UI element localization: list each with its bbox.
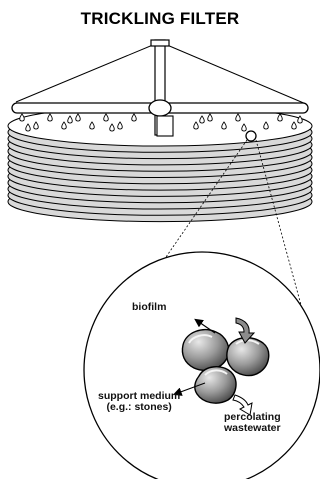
droplet-icon: [298, 116, 303, 123]
droplet-icon: [20, 114, 25, 121]
support-medium-line2: (e.g.: stones): [98, 402, 180, 413]
percolating-wastewater-label: percolating wastewater: [224, 412, 281, 434]
support-medium-label: support medium (e.g.: stones): [98, 391, 180, 413]
biofilm-label: biofilm: [132, 302, 166, 313]
magnified-point: [246, 131, 256, 141]
percolating-line2: wastewater: [224, 423, 281, 434]
